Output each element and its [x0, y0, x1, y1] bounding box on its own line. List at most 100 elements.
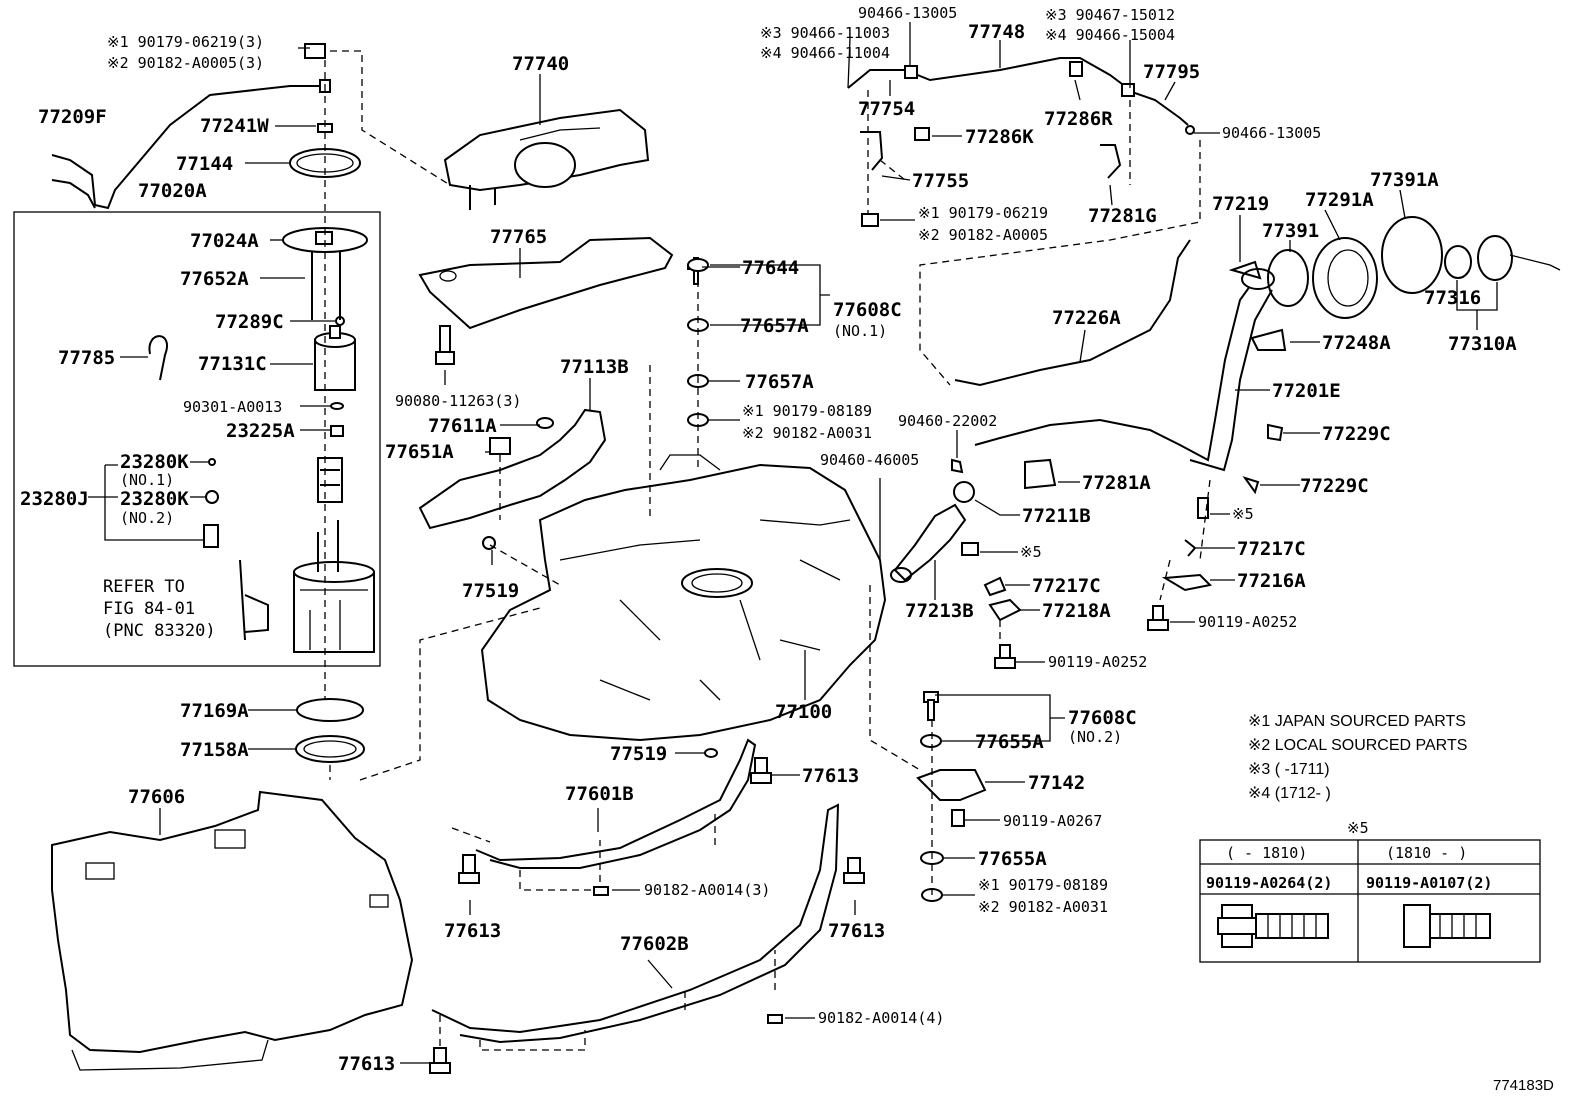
label-77657a-2: 77657A: [745, 371, 814, 393]
label-90179-06219-3: ※1 90179-06219(3): [107, 33, 264, 51]
part-77748-vent-tube: [847, 57, 1195, 135]
part-77216a: [1161, 573, 1213, 592]
table-title: ※5: [1347, 819, 1369, 837]
label-90466-15004: ※4 90466-15004: [1045, 26, 1175, 44]
label-refer-fig: FIG 84-01: [103, 599, 195, 619]
label-no2-b: (NO.2): [1068, 728, 1122, 746]
label-90179-08189: ※1 90179-08189: [742, 402, 872, 420]
part-77100-fuel-tank: [480, 454, 887, 742]
label-77391a: 77391A: [1370, 169, 1439, 191]
label-23280k-no2: 23280K: [120, 488, 189, 510]
label-77211b: 77211B: [1022, 505, 1091, 527]
label-77765: 77765: [490, 226, 547, 248]
label-90466-13005-right: 90466-13005: [1222, 124, 1321, 142]
part-77651a: [489, 437, 511, 455]
part-90080-bolt: [435, 325, 455, 365]
label-77651a: 77651A: [385, 441, 454, 463]
label-77291a: 77291A: [1305, 189, 1374, 211]
label-77657a-1: 77657A: [740, 315, 809, 337]
bolt-a0264-drawing: [1217, 904, 1329, 948]
label-77241w: 77241W: [200, 115, 269, 137]
label-77229c-2: 77229C: [1300, 475, 1369, 497]
label-77785: 77785: [58, 347, 115, 369]
label-90182-a0014-3: 90182-A0014(3): [644, 881, 770, 899]
label-90182-a0005-3: ※2 90182-A0005(3): [107, 54, 264, 72]
label-no2: (NO.2): [120, 509, 174, 527]
part-labels: ※1 90179-06219(3) ※2 90182-A0005(3) 7720…: [20, 4, 1517, 1075]
part-77219: [1228, 260, 1262, 280]
label-77201e: 77201E: [1272, 380, 1341, 402]
note-x4-range: ※4 (1712- ): [1248, 785, 1331, 802]
label-77286r: 77286R: [1044, 108, 1113, 130]
part-77248a: [1250, 328, 1287, 351]
label-77613-b: 77613: [444, 920, 501, 942]
label-90182-a0014-4: 90182-A0014(4): [818, 1009, 944, 1027]
part-77158a-ring: [295, 735, 365, 763]
bolt-variant-table: ※5 ( - 1810) (1810 - ) 90119-A0264(2) 90…: [1199, 819, 1541, 963]
label-90080-11263: 90080-11263(3): [395, 392, 521, 410]
label-77289c: 77289C: [215, 311, 284, 333]
label-77613-d: 77613: [338, 1053, 395, 1075]
label-77219: 77219: [1212, 193, 1269, 215]
label-77286k: 77286K: [965, 126, 1034, 148]
label-77601b: 77601B: [565, 783, 634, 805]
part-77218a: [988, 598, 1022, 622]
part-77611a: [536, 417, 554, 429]
label-no1: (NO.1): [120, 471, 174, 489]
label-77644: 77644: [742, 257, 799, 279]
label-refer-to: REFER TO: [103, 577, 185, 597]
label-no1-b: (NO.1): [833, 322, 887, 340]
label-90119-a0267: 90119-A0267: [1003, 812, 1102, 830]
label-77281a: 77281A: [1082, 472, 1151, 494]
part-77785: [148, 335, 168, 381]
part-77601b-band: [475, 738, 757, 869]
part-77131c-filter: [314, 325, 356, 391]
label-77613-c: 77613: [828, 920, 885, 942]
dash-lead-pump-axis: [324, 60, 331, 780]
part-77765-cover: [418, 236, 674, 330]
part-90460-22002: [951, 458, 964, 474]
label-90182-a0005: ※2 90182-A0005: [918, 226, 1048, 244]
label-77602b: 77602B: [620, 933, 689, 955]
label-77611a: 77611A: [428, 415, 497, 437]
label-90179-08189-b: ※1 90179-08189: [978, 876, 1108, 894]
label-77281g: 77281G: [1088, 205, 1157, 227]
label-77652a: 77652A: [180, 268, 249, 290]
table-col2-part: 90119-A0107(2): [1366, 874, 1492, 892]
part-77226a-breather-pipe: [954, 239, 1191, 387]
part-77169a-gasket: [296, 698, 364, 722]
label-77113b: 77113B: [560, 356, 629, 378]
part-77602b-band: [431, 803, 840, 1044]
label-90466-13005-top: 90466-13005: [858, 4, 957, 22]
part-77608c-no2-stack: [916, 691, 987, 902]
label-77795: 77795: [1143, 61, 1200, 83]
part-fuel-pump: [317, 457, 343, 503]
table-col1-part: 90119-A0264(2): [1206, 874, 1332, 892]
part-filler-cap-group: [1267, 216, 1561, 319]
label-77655a-1: 77655A: [975, 731, 1044, 753]
label-77131c: 77131C: [198, 353, 267, 375]
label-77608c-no1: 77608C: [833, 299, 902, 321]
label-77519-left: 77519: [462, 580, 519, 602]
label-77310a: 77310A: [1448, 333, 1517, 355]
label-77740: 77740: [512, 53, 569, 75]
label-77248a: 77248A: [1322, 332, 1391, 354]
notes-legend: ※1 JAPAN SOURCED PARTS ※2 LOCAL SOURCED …: [1248, 713, 1467, 802]
label-77169a: 77169A: [180, 700, 249, 722]
label-90179-06219: ※1 90179-06219: [918, 204, 1048, 222]
part-top-nut: [304, 43, 326, 59]
note-local-sourced: ※2 LOCAL SOURCED PARTS: [1248, 737, 1467, 754]
label-refer-pnc: (PNC 83320): [103, 621, 216, 641]
part-77229c: [1267, 423, 1284, 442]
label-23280j: 23280J: [20, 488, 89, 510]
label-77217c-2: 77217C: [1032, 575, 1101, 597]
label-90119-a0252-right: 90119-A0252: [1198, 613, 1297, 631]
label-23225a: 23225A: [226, 420, 295, 442]
label-77655a-2: 77655A: [978, 848, 1047, 870]
part-vent-clamps: [860, 127, 1122, 227]
part-77606-protector: [51, 790, 414, 1054]
dash-lead-top: [330, 50, 451, 186]
label-90301-a0013: 90301-A0013: [183, 398, 282, 416]
label-90460-22002: 90460-22002: [898, 412, 997, 430]
